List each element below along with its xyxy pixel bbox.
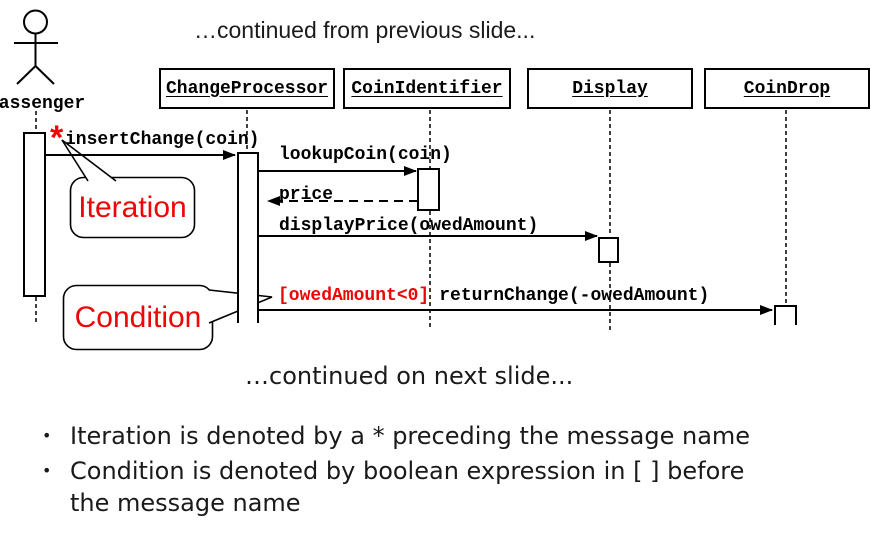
message-arrows [46,150,773,315]
actor-label: Passenger [0,94,86,114]
activation-display [598,237,619,263]
message-text: price [279,185,334,205]
message-label-price: price [279,186,333,204]
continued-from-text: …continued from previous slide... [194,17,536,43]
bullet-dot: • [42,461,52,480]
actor-leg-left [16,65,37,85]
lifeline-head-label: Display [572,78,648,99]
bullet-text: Condition is denoted by boolean expressi… [70,457,745,517]
activation-passenger [23,132,46,297]
activation-bars [23,132,797,325]
iteration-callout-label: Iteration [78,190,187,224]
condition-callout-label: Condition [74,300,202,334]
bullet-item-condition: • Condition is denoted by boolean expres… [42,455,832,519]
lifeline-head-coindrop: CoinDrop [704,68,870,109]
activation-coindrop [774,305,797,325]
iteration-marker-asterisk: * [50,119,64,157]
lifeline-head-label: ChangeProcessor [165,78,329,99]
message-label-displayprice: displayPrice(owedAmount) [279,217,538,235]
message-text: displayPrice(owedAmount) [279,216,539,236]
bullet-item-iteration: • Iteration is denoted by a * preceding … [42,420,832,452]
iteration-callout-tail [61,139,117,182]
message-label-insertchange: insertChange(coin) [65,131,259,149]
condition-guard-text: [owedAmount<0] [278,286,430,306]
bullet-text: Iteration is denoted by a * preceding th… [70,422,751,450]
message-text: insertChange(coin) [65,130,260,150]
lifeline-head-label: CoinDrop [743,78,831,99]
bullet-dot: • [42,426,52,445]
lifeline-head-coinidentifier: CoinIdentifier [343,68,511,109]
lifeline-head-label: CoinIdentifier [351,78,503,99]
actor-leg-right [34,65,55,85]
bullet-list: • Iteration is denoted by a * preceding … [42,420,832,519]
continued-on-text: …continued on next slide... [245,362,574,390]
iteration-callout-bubble [61,139,196,239]
activation-coinidentifier [417,168,440,211]
message-text: returnChange(-owedAmount) [439,286,710,306]
actor-figure [14,9,58,85]
message-text: lookupCoin(coin) [279,145,452,165]
activation-changeprocessor [237,152,259,323]
lifeline-head-display: Display [527,68,693,109]
message-label-lookupcoin: lookupCoin(coin) [279,146,452,164]
message-label-returnchange: [owedAmount<0] returnChange(-owedAmount) [278,287,709,305]
lifeline-head-changeprocessor: ChangeProcessor [159,68,335,109]
actor-head [23,9,48,35]
